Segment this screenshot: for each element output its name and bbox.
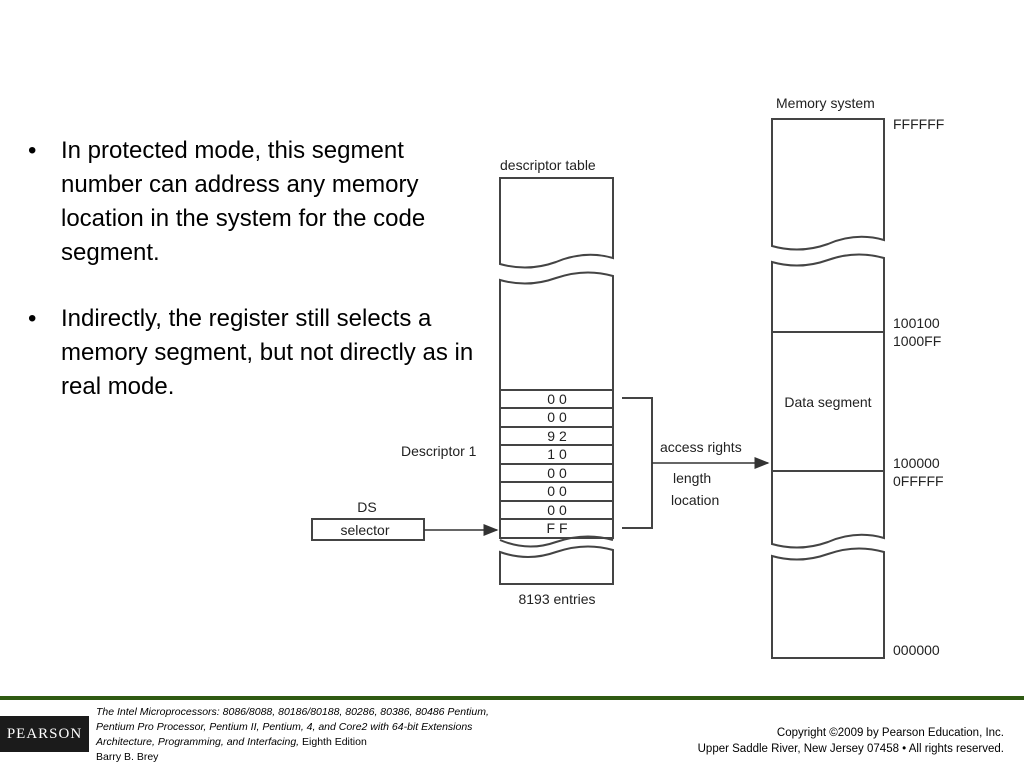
length-label: length bbox=[673, 470, 711, 486]
address-100100: 100100 bbox=[893, 315, 940, 331]
descriptor-bracket bbox=[622, 397, 653, 529]
entries-label: 8193 entries bbox=[518, 591, 595, 607]
memory-addresses: FFFFFF 100100 1000FF 100000 0FFFFF 00000… bbox=[893, 116, 944, 658]
descriptor-byte: 0 0 bbox=[547, 502, 567, 518]
citation-line-1: The Intel Microprocessors: 8086/8088, 80… bbox=[96, 705, 576, 720]
descriptor-byte: 9 2 bbox=[547, 428, 567, 444]
descriptor-bytes bbox=[499, 389, 614, 539]
access-rights-label: access rights bbox=[660, 439, 742, 455]
address-100000: 100000 bbox=[893, 455, 940, 471]
citation-line-2: Pentium Pro Processor, Pentium II, Penti… bbox=[96, 721, 473, 733]
pearson-logo: PEARSON bbox=[0, 716, 89, 752]
bullet-text: In protected mode, this segment number c… bbox=[61, 137, 426, 266]
book-edition: Eighth Edition bbox=[299, 736, 367, 748]
descriptor-table-bottom bbox=[499, 545, 614, 585]
copyright-line-1: Copyright ©2009 by Pearson Education, In… bbox=[776, 727, 1004, 739]
address-ffffff: FFFFFF bbox=[893, 116, 944, 132]
descriptor-byte: 0 0 bbox=[547, 409, 567, 425]
descriptor-table-middle bbox=[499, 271, 614, 391]
descriptor-table-break bbox=[499, 535, 614, 548]
bullet-item: • Indirectly, the register still selects… bbox=[28, 302, 488, 404]
memory-top-block bbox=[771, 118, 885, 251]
location-label: location bbox=[671, 492, 719, 508]
footer-rule bbox=[0, 696, 1024, 700]
address-000000: 000000 bbox=[893, 642, 940, 658]
descriptor-table-label: descriptor table bbox=[500, 157, 596, 173]
copyright-notice: Copyright ©2009 by Pearson Education, In… bbox=[698, 725, 1004, 757]
copyright-line-2: Upper Saddle River, New Jersey 07458 • A… bbox=[697, 743, 1004, 755]
descriptor-byte-values: 0 0 0 0 9 2 1 0 0 0 0 0 0 0 F F bbox=[547, 391, 568, 536]
descriptor-byte: 0 0 bbox=[547, 391, 567, 407]
descriptor-1-label: Descriptor 1 bbox=[401, 443, 477, 459]
bullet-text: Indirectly, the register still selects a… bbox=[61, 305, 474, 400]
ds-label: DS bbox=[357, 499, 376, 515]
slide-bullets: • In protected mode, this segment number… bbox=[28, 134, 488, 436]
memory-system-label: Memory system bbox=[776, 95, 875, 111]
bullet-item: • In protected mode, this segment number… bbox=[28, 134, 488, 270]
address-1000ff: 1000FF bbox=[893, 333, 941, 349]
bullet-marker: • bbox=[28, 137, 37, 164]
book-subtitle: Architecture, Programming, and Interfaci… bbox=[96, 736, 300, 748]
book-models: 8086/8088, 80186/80188, 80286, 80386, 80… bbox=[219, 706, 489, 718]
descriptor-diagram: descriptor table 0 0 0 0 9 2 1 0 0 0 0 0… bbox=[311, 95, 944, 659]
memory-bottom-block bbox=[771, 547, 885, 659]
book-author: Barry B. Brey bbox=[96, 751, 159, 763]
descriptor-table-top bbox=[499, 177, 614, 269]
book-citation: The Intel Microprocessors: 8086/8088, 80… bbox=[96, 705, 576, 765]
descriptor-byte: 0 0 bbox=[547, 483, 567, 499]
memory-main-block bbox=[771, 253, 885, 549]
bullet-marker: • bbox=[28, 305, 37, 332]
data-segment-label: Data segment bbox=[784, 394, 871, 410]
address-0fffff: 0FFFFF bbox=[893, 473, 944, 489]
selector-label: selector bbox=[340, 522, 389, 538]
book-title: The Intel Microprocessors: bbox=[96, 706, 220, 718]
descriptor-byte: F F bbox=[547, 520, 568, 536]
citation-line-3: Architecture, Programming, and Interfaci… bbox=[96, 735, 576, 750]
descriptor-byte: 1 0 bbox=[547, 446, 567, 462]
descriptor-byte: 0 0 bbox=[547, 465, 567, 481]
